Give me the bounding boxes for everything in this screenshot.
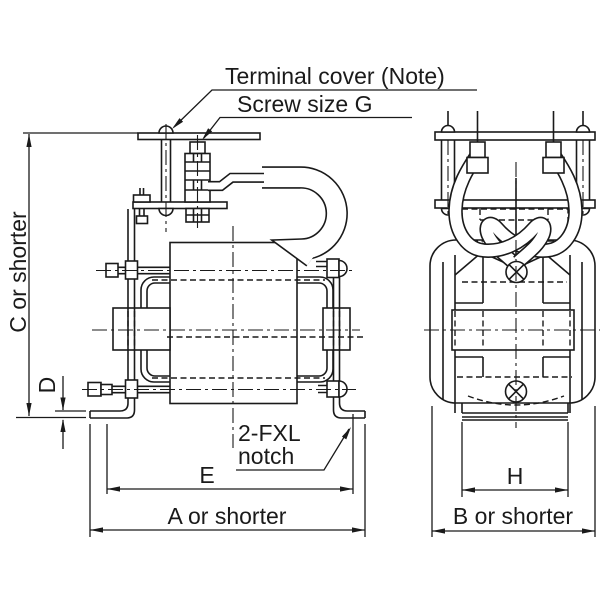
side-view [82,124,366,448]
stud-neck-right [545,141,562,159]
terminal-base-plate [132,201,228,210]
post-cap-right [575,124,591,133]
lower-bar [434,199,596,209]
right-boss [322,307,351,351]
right-upper-bump [338,259,348,278]
left-bracket [89,209,136,419]
stud-block-left [466,156,489,174]
stud-neck-left [469,141,486,159]
callouts: Terminal cover (Note) Screw size G 2-FXL… [172,63,477,471]
lead-wire-hook [208,166,348,267]
dim-h-label: H [507,463,524,489]
screw-size-label: Screw size G [237,91,372,117]
notch-leader [236,428,350,471]
body-inner-edges [442,262,583,400]
left-boss [112,307,171,351]
right-lower-stub [318,384,327,394]
post-cap-left [440,124,456,133]
dim-b-lines [431,406,596,537]
dim-c-lines [16,132,138,419]
dim-a-label: A or shorter [168,503,287,529]
small-bolt-pin [138,188,145,216]
terminal-cover-leader [173,89,477,128]
lug-wires [316,260,327,268]
dim-d-label: D [34,377,60,394]
right-upper-washer [326,258,340,279]
dim-c-label: C or shorter [5,211,31,333]
dimensions: C or shorter D E A or shorter H B or sho… [5,132,596,537]
terminal-centerlines [165,124,199,232]
terminal-cover-label: Terminal cover (Note) [225,63,445,89]
dim-b-label: B or shorter [453,503,573,529]
front-view [424,111,600,428]
terminal-post [160,139,172,202]
small-bolt-nut [135,215,149,225]
stud-block-right [542,156,565,174]
dim-e-lines [106,414,354,494]
hidden-core-edges [152,279,325,379]
top-bar [434,131,596,141]
notch-label-2: notch [238,443,294,469]
dim-h-lines [461,422,569,497]
dim-a-lines [89,424,366,537]
terminal-cover-plate [137,132,261,141]
lower-bolt-shaft [112,385,170,394]
post-centerlines [447,140,584,214]
bracket-posts [440,140,591,200]
small-bolt-head [132,194,151,203]
lead-loops [448,150,583,268]
notch-label-1: 2-FXL [238,420,301,446]
bolt-centerlines [82,269,356,391]
dim-e-label: E [199,462,214,488]
base-plate [461,403,569,418]
right-bracket [332,277,366,419]
top-pins [447,111,584,142]
